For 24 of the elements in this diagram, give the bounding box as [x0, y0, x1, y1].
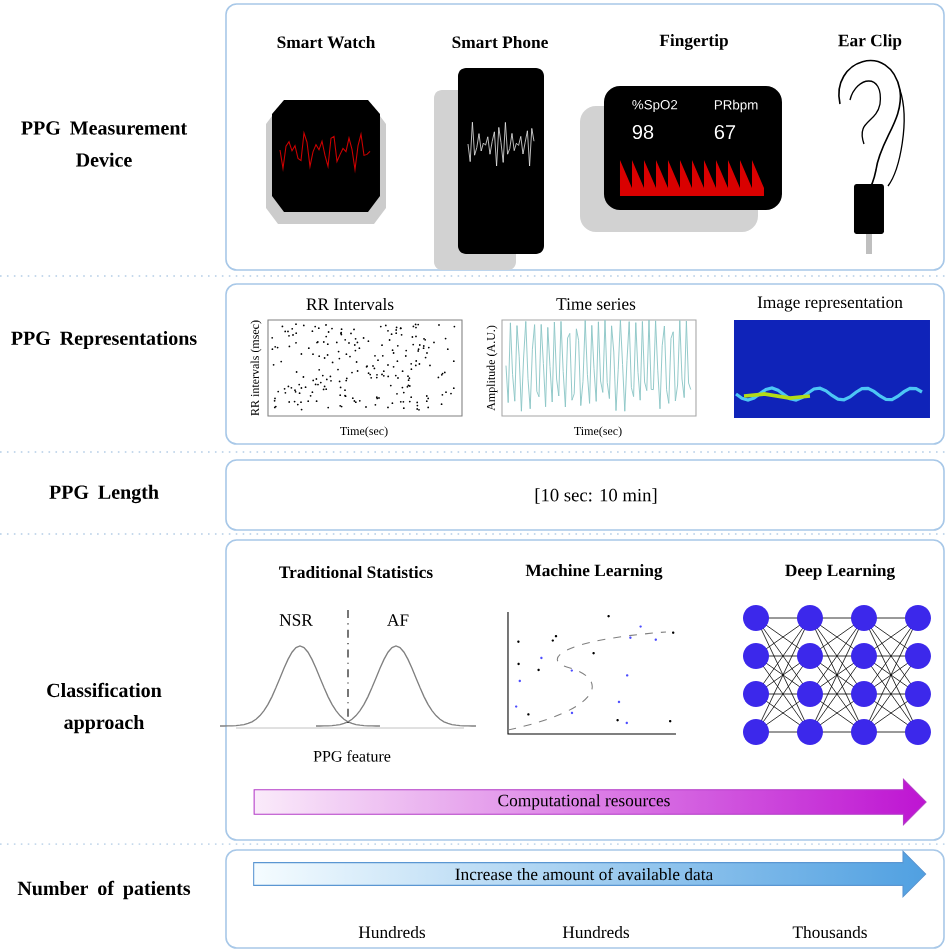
axis-label: PPG feature [313, 750, 391, 762]
method-title: Deep Learning [785, 564, 895, 580]
device-title: Smart Watch [277, 35, 376, 49]
screen-value: 98 [632, 124, 654, 140]
row-heading: Number of patients [17, 880, 191, 900]
curve-label: AF [387, 614, 409, 626]
patient-count: Hundreds [358, 925, 426, 939]
row-heading: PPG Representations [11, 330, 197, 350]
patient-count: Thousands [792, 925, 867, 939]
method-title: Machine Learning [525, 564, 663, 580]
device-title: Fingertip [659, 34, 728, 50]
plot-title: Time series [556, 298, 636, 310]
patient-count: Hundreds [562, 925, 630, 939]
plot-title: RR Intervals [306, 297, 394, 311]
screen-value: 67 [714, 124, 736, 140]
row-heading: PPG Measurement Device [21, 121, 188, 167]
method-title: Traditional Statistics [279, 565, 433, 579]
range-text: [10 sec: 10 min] [535, 488, 657, 504]
row-heading: Classification approach [47, 682, 162, 734]
plot-title: Image representation [757, 296, 903, 312]
device-title: Smart Phone [452, 35, 548, 49]
row-heading: PPG Length [49, 484, 159, 504]
curve-label: NSR [279, 614, 313, 626]
device-title: Ear Clip [838, 34, 902, 50]
